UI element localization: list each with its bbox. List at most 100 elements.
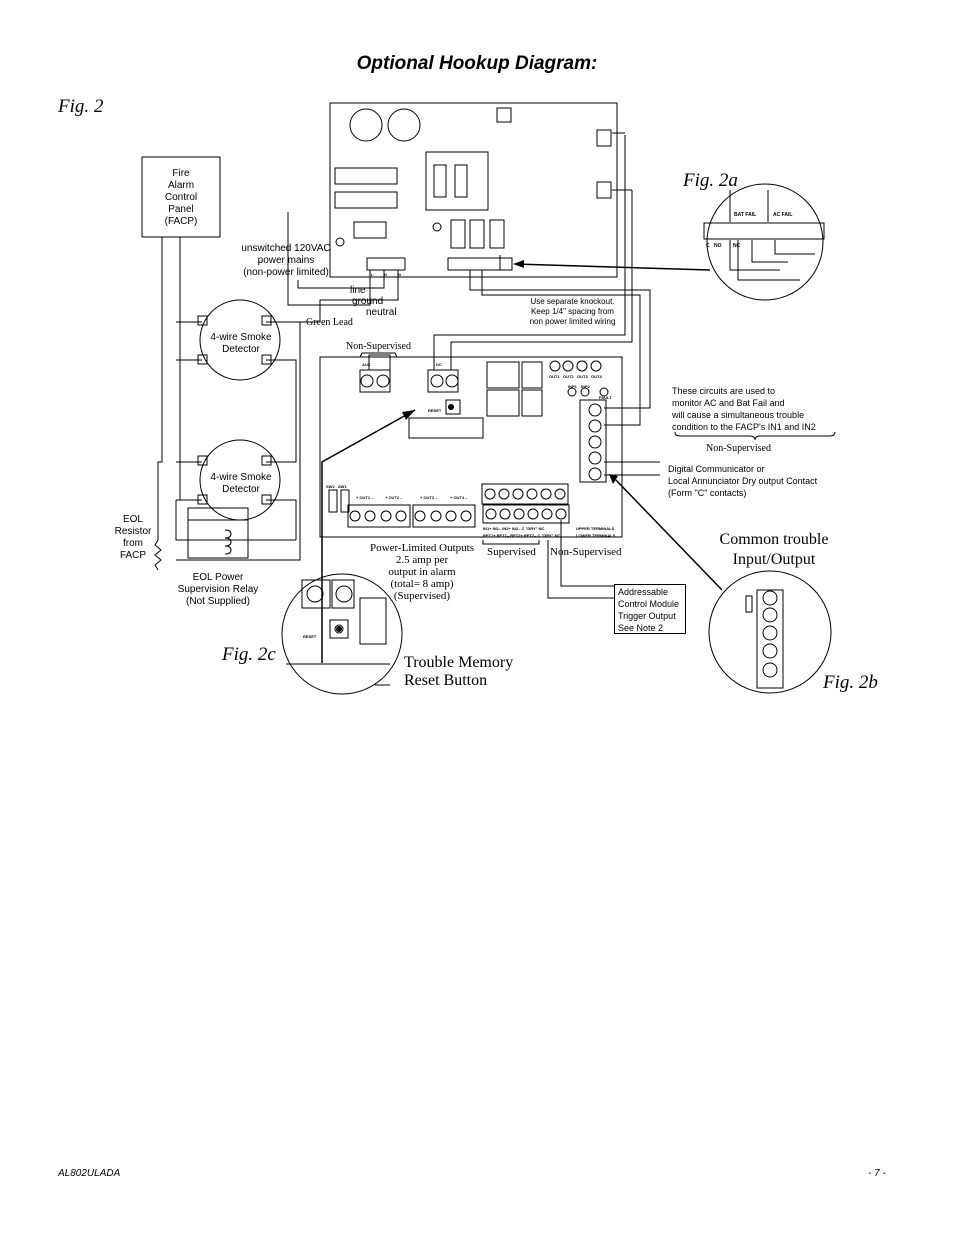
addressable-line-3: Trigger Output [618,611,676,621]
digital-line-1: Digital Communicator or [668,464,765,474]
power-line-3: output in alarm [388,566,456,578]
fig-2c-circle [281,573,403,695]
common-trouble-label: Common trouble Input/Output [712,530,836,570]
monitor-line-1: These circuits are used to [672,386,776,396]
facp-label: Fire Alarm Control Panel (FACP) [142,168,220,228]
dc-label: DC [436,362,442,367]
out1-label: + OUT1 – [356,495,374,500]
smoke-2-line-2: Detector [222,484,260,495]
facp-line-3: Control [164,192,198,203]
fig-2b-label: Fig. 2b [823,672,878,693]
addressable-line-2: Control Module [618,599,680,609]
monitor-note: These circuits are used to monitor AC an… [672,385,816,433]
mains-line-1: unswitched 120VAC [241,243,331,254]
addressable-box: Addressable Control Module Trigger Outpu… [614,584,686,634]
out3-label: + OUT3 – [420,495,438,500]
smoke-1-line-1: 4-wire Smoke [210,332,272,343]
facp-box [141,156,221,238]
upper-terminals-label: UPPER TERMINALS [576,526,615,531]
facp-line-1: Fire [172,168,190,179]
non-supervised-aux-label: Non-Supervised [346,341,411,352]
trouble-memory-label: Trouble Memory Reset Button [404,654,513,690]
out2-label: + OUT2 – [385,495,403,500]
in-row-bottom: RET1+ RET1– RET2+ RET2– C "DRY" NC [483,533,561,538]
non-supervised-dry-label: Non-Supervised [550,546,622,558]
ac-fail-label: AC FAIL [773,212,793,218]
inp2-label: INP2 [581,384,590,389]
mains-n-label: N [398,272,401,277]
eol-line-2: Resistor [114,526,152,537]
smoke-2-line-1: 4-wire Smoke [210,472,272,483]
mains-line-3: (non-power limited) [243,267,329,278]
relay-line-1: EOL Power [192,572,244,583]
facp-line-5: (FACP) [164,216,198,227]
addressable-line-1: Addressable [618,587,669,597]
digital-communicator-note: Digital Communicator or Local Annunciato… [668,463,817,499]
smoke-detector-1 [199,299,281,381]
eol-line-3: from [123,538,143,549]
fig-2c-label: Fig. 2c [222,644,276,665]
power-limited-note: Power-Limited Outputs 2.5 amp per output… [360,542,484,602]
knockout-note: Use separate knockout. Keep 1/4" spacing… [510,297,635,327]
digital-line-2: Local Annunciator Dry output Contact [668,476,818,486]
fig-2-label: Fig. 2 [58,96,104,117]
led-out2-label: OUT2 [563,374,574,379]
aux-label: AUX [362,362,371,367]
knockout-line-1: Use separate knockout. [530,297,615,306]
facp-line-2: Alarm [167,180,195,191]
footer-page: - 7 - [868,1168,886,1179]
mains-label: unswitched 120VAC power mains (non-power… [240,243,332,279]
eol-resistor-label: EOL Resistor from FACP [110,514,156,562]
addressable-line-4: See Note 2 [618,623,664,633]
eol-line-4: FACP [119,550,147,561]
sw2-label: SW2 [326,484,335,489]
trouble-memory-line-2: Reset Button [404,672,488,689]
eol-line-1: EOL [122,514,143,525]
trouble-memory-line-1: Trouble Memory [404,654,514,671]
facp-line-4: Panel [168,204,194,215]
led-out4-label: OUT4 [591,374,602,379]
reset-label: RESET [428,408,442,413]
main-board [319,356,623,538]
lower-terminals-label: LOWER TERMINALS [576,533,616,538]
monitor-line-3: will cause a simultaneous trouble [672,410,805,420]
smoke-detector-2-label: 4-wire Smoke Detector [205,472,277,496]
mains-line-2: power mains [257,255,315,266]
mains-l-label: L [371,272,374,277]
power-line-5: (Supervised) [393,590,451,602]
relay-line-2: Supervision Relay [177,584,259,595]
non-supervised-monitor-label: Non-Supervised [706,443,771,454]
bat-fail-label: BAT FAIL [734,212,757,218]
knockout-line-2: Keep 1/4" spacing from [531,307,614,316]
smoke-1-line-2: Detector [222,344,260,355]
supervised-label: Supervised [487,546,536,558]
fig2a-nc-label: NC [733,243,741,249]
green-lead-label: Green Lead [306,317,353,328]
digital-line-3: (Form "C" contacts) [668,488,747,498]
mains-g-label: G [384,272,388,277]
led-out3-label: OUT3 [577,374,588,379]
inp1-label: INP1 [568,384,577,389]
sw1-label: SW1 [338,484,347,489]
fig-2b-circle [708,570,832,694]
fig2a-c-label: C [706,243,710,249]
power-line-4: (total= 8 amp) [390,578,454,590]
power-supply-board [329,102,618,278]
smoke-detector-1-label: 4-wire Smoke Detector [205,332,277,356]
monitor-line-4: condition to the FACP's IN1 and IN2 [672,422,816,432]
page-title: Optional Hookup Diagram: [356,53,598,74]
relay-line-3: (Not Supplied) [186,596,250,607]
line-label: line [350,285,366,296]
ground-label: ground [352,296,384,307]
monitor-line-2: monitor AC and Bat Fail and [672,398,785,408]
common-trouble-line-2: Input/Output [732,551,816,568]
fig-2a-circle [706,183,824,301]
out4-label: + OUT4 – [450,495,468,500]
common-trouble-line-1: Common trouble [719,531,829,548]
knockout-line-3: non power limited wiring [529,317,616,326]
neutral-label: neutral [366,307,397,318]
power-line-2: 2.5 amp per [395,554,449,566]
in-row-top: IN1+ IN1– IN2+ IN2– C "DRY" NC [483,526,545,531]
eol-relay-label: EOL Power Supervision Relay (Not Supplie… [168,572,268,608]
